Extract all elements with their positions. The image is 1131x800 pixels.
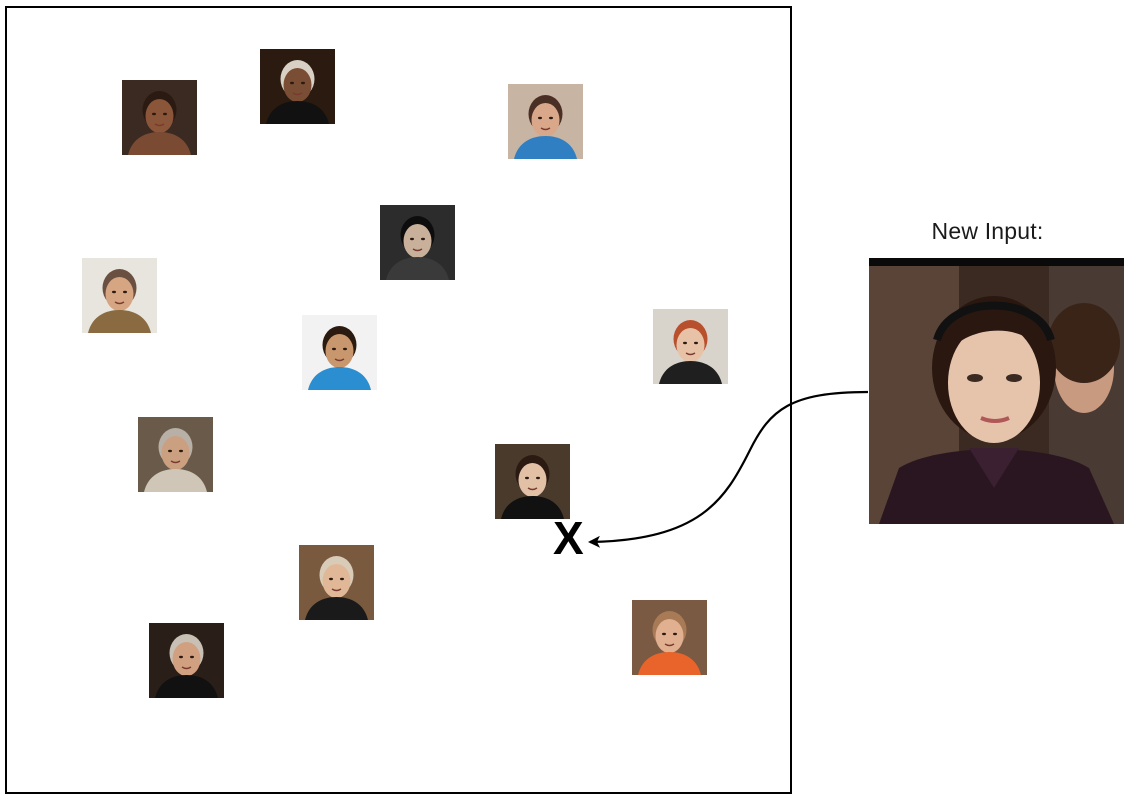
face-thumbnail-tuxedo-man: [260, 49, 335, 124]
projected-point-marker: X: [553, 512, 584, 564]
face-thumbnail-bearded-man: [149, 623, 224, 698]
face-thumbnail-woman-orange: [632, 600, 707, 675]
face-thumbnail-woman-blue: [508, 84, 583, 159]
face-thumbnail-boxer: [122, 80, 197, 155]
new-input-label: New Input:: [931, 218, 1044, 244]
new-input-photo: [869, 258, 1124, 524]
face-thumbnail-blonde-woman: [299, 545, 374, 620]
face-thumbnail-grey-haired-man: [138, 417, 213, 492]
face-thumbnail-rocker: [380, 205, 455, 280]
face-thumbnail-redhead: [653, 309, 728, 384]
face-thumbnail-matching-woman: [495, 444, 570, 519]
face-thumbnail-young-man: [302, 315, 377, 390]
face-thumbnail-older-man: [82, 258, 157, 333]
